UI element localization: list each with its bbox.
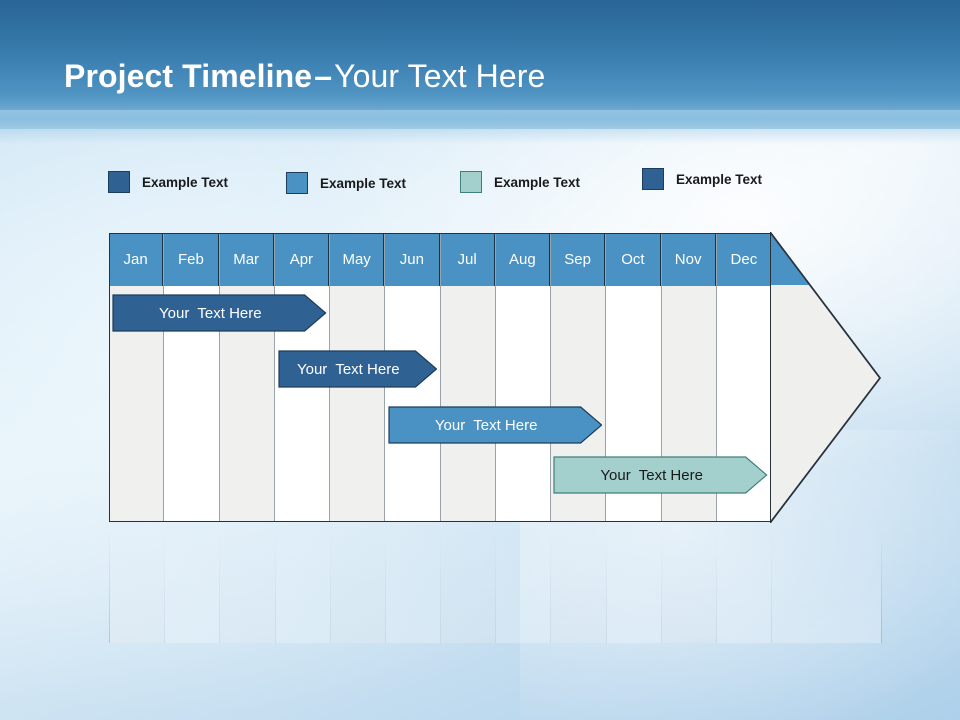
task-bar-3[interactable]: Your Text Here bbox=[388, 406, 603, 444]
legend: Example Text Example Text Example Text E… bbox=[108, 168, 808, 198]
legend-item-3[interactable]: Example Text bbox=[460, 171, 580, 193]
month-header-jul[interactable]: Jul bbox=[440, 233, 495, 286]
month-header-may[interactable]: May bbox=[330, 233, 385, 286]
month-header-mar[interactable]: Mar bbox=[219, 233, 274, 286]
month-header-feb[interactable]: Feb bbox=[164, 233, 219, 286]
month-column-jan: Jan bbox=[109, 233, 165, 522]
legend-label-4: Example Text bbox=[676, 171, 763, 187]
legend-label-1: Example Text bbox=[142, 174, 229, 190]
legend-label-2: Example Text bbox=[320, 175, 407, 191]
title-main: Project Timeline bbox=[64, 58, 313, 94]
legend-swatch-icon-1 bbox=[108, 171, 130, 193]
legend-item-2[interactable]: Example Text bbox=[286, 172, 406, 194]
month-column-mar: Mar bbox=[219, 233, 275, 522]
month-header-jan[interactable]: Jan bbox=[109, 233, 164, 286]
month-header-dec[interactable]: Dec bbox=[716, 233, 771, 286]
task-bar-2[interactable]: Your Text Here bbox=[277, 350, 438, 388]
legend-item-1[interactable]: Example Text bbox=[108, 171, 228, 193]
month-column-aug: Aug bbox=[495, 233, 551, 522]
title-dash: – bbox=[314, 58, 333, 94]
month-column-jul: Jul bbox=[440, 233, 496, 522]
month-column-feb: Feb bbox=[164, 233, 220, 522]
task-bar-1[interactable]: Your Text Here bbox=[112, 294, 327, 332]
title-subtitle: Your Text Here bbox=[334, 58, 546, 94]
legend-item-4[interactable]: Example Text bbox=[642, 168, 762, 190]
legend-label-3: Example Text bbox=[494, 174, 581, 190]
task-bar-label-3: Your Text Here bbox=[434, 416, 538, 434]
page-title: Project Timeline–Your Text Here bbox=[64, 58, 545, 95]
title-band bbox=[0, 0, 960, 129]
month-header-aug[interactable]: Aug bbox=[495, 233, 550, 286]
month-header-sep[interactable]: Sep bbox=[551, 233, 606, 286]
month-header-jun[interactable]: Jun bbox=[385, 233, 440, 286]
month-header-apr[interactable]: Apr bbox=[274, 233, 329, 286]
legend-swatch-icon-2 bbox=[286, 172, 308, 194]
month-header-oct[interactable]: Oct bbox=[606, 233, 661, 286]
month-header-nov[interactable]: Nov bbox=[661, 233, 716, 286]
timeline-arrowhead bbox=[769, 229, 882, 526]
task-bar-label-2: Your Text Here bbox=[296, 360, 400, 378]
legend-swatch-icon-3 bbox=[460, 171, 482, 193]
task-bar-label-1: Your Text Here bbox=[159, 304, 262, 322]
task-bar-label-4: Your Text Here bbox=[600, 466, 703, 484]
task-bar-4[interactable]: Your Text Here bbox=[553, 456, 768, 494]
legend-swatch-icon-4 bbox=[642, 168, 664, 190]
